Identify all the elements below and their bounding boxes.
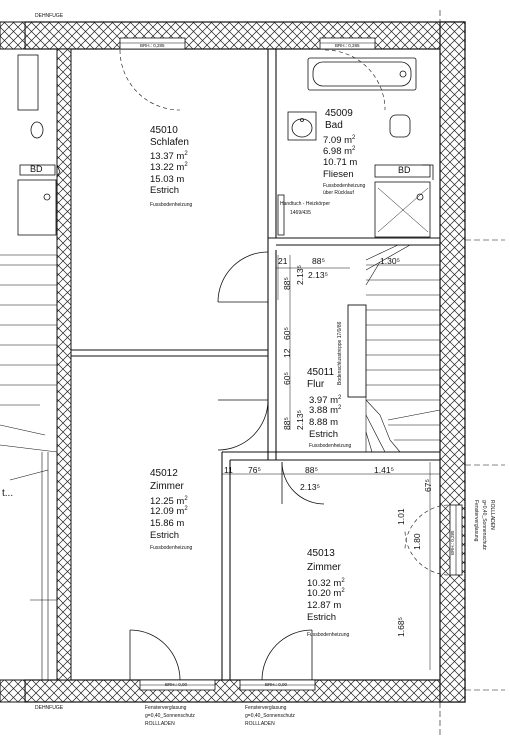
dim-168: 1.68⁵ [396, 616, 406, 637]
towel-radiator-label: Handtuch - Heizkörper [280, 201, 331, 207]
room-name: Bad [325, 120, 343, 131]
room-floor: Estrich [309, 429, 339, 440]
dim-130: 1.30⁵ [380, 256, 401, 266]
room-floor: Estrich [150, 185, 180, 196]
room-area-net: 6.98 m2 [323, 146, 356, 158]
dim-213-vert: 2.13⁵ [295, 264, 305, 285]
windows [119, 37, 463, 691]
window-sill-label-3: BRH.: 0,00 [165, 682, 188, 687]
left-bath-fixtures [17, 54, 61, 236]
room-heating: Fussbodenheizung [309, 443, 352, 449]
room-name: Flur [307, 379, 325, 390]
room-floor: Estrich [307, 612, 337, 623]
room-name: Zimmer [307, 562, 341, 573]
room-id: 45009 [325, 108, 353, 119]
room-perimeter: 15.03 m [150, 174, 185, 185]
window-swings [119, 49, 449, 576]
dim-88-vert-2: 88⁵ [282, 417, 292, 430]
hall-stairs [365, 244, 441, 453]
room-heating: Fussbodenheizung [150, 202, 193, 208]
room-floor: Fliesen [323, 169, 354, 180]
window-sill-label-1: BRH.: 0,285 [140, 43, 165, 48]
room-heating: Fussbodenheizung [307, 632, 350, 638]
left-stairs [0, 254, 58, 680]
dehnfuge-top-label: DEHNFUGE [35, 13, 64, 19]
dim-213-top: 2.13⁵ [308, 270, 329, 280]
room-perimeter: 10.71 m [323, 157, 358, 168]
room-heating: Fussbodenheizung [323, 183, 366, 189]
dim-12: 12 [282, 348, 292, 358]
dim-88-top: 88⁵ [312, 256, 325, 266]
left-cut-text: t... [2, 488, 14, 499]
dimension-lines [222, 255, 440, 670]
dim-213-bottom: 2.13⁵ [300, 482, 321, 492]
room-name: Zimmer [150, 481, 184, 492]
doors [129, 251, 325, 681]
room-heating: Fussbodenheizung [150, 545, 193, 551]
room-area-gross: 10.32 m2 [307, 578, 345, 590]
window-sill-label-4: BRH.: 0,00 [265, 682, 288, 687]
exterior-walls [0, 21, 466, 703]
room-area-net: 12.09 m2 [150, 506, 188, 518]
dim-21: 21 [278, 256, 288, 266]
dim-141: 1.41⁵ [374, 465, 395, 475]
towel-radiator-size: 1469/435 [290, 210, 311, 216]
dim-88-bottom: 88⁵ [305, 465, 318, 475]
dim-67: 67⁵ [423, 479, 433, 492]
bd-label-left: BD [30, 164, 43, 174]
dim-88-vert-1: 88⁵ [282, 277, 292, 290]
bd-label-right: BD [398, 165, 411, 175]
dim-11: 11 [224, 465, 233, 475]
room-area-net: 10.20 m2 [307, 588, 345, 600]
room-id: 45013 [307, 548, 335, 559]
room-area-gross: 7.09 m2 [323, 135, 356, 147]
room-id: 45011 [307, 367, 335, 378]
room-id: 45012 [150, 468, 178, 479]
room-perimeter: 12.87 m [307, 600, 342, 611]
window-sill-label-5: BRH.: 0,285 [450, 530, 455, 555]
room-floor: Estrich [150, 530, 180, 541]
room-area-gross: 13.37 m2 [150, 151, 188, 163]
room-area-net: 13.22 m2 [150, 162, 188, 174]
room-area-gross: 12.25 m2 [150, 496, 188, 508]
room-area-gross: 3.97 m2 [309, 395, 342, 407]
room-area-net: 3.88 m2 [309, 405, 342, 417]
dim-180: 1.80 [412, 533, 422, 550]
stair-label: Bodenschlusstreppe 17/0/86 [337, 321, 343, 385]
grid-ticks [439, 10, 505, 735]
dim-76: 76⁵ [248, 465, 261, 475]
interior-walls [71, 49, 440, 680]
dehnfuge-bottom-label: DEHNFUGE [35, 705, 64, 711]
room-id: 45010 [150, 125, 178, 136]
room-perimeter: 8.88 m [309, 417, 339, 428]
bath-fixtures [277, 57, 434, 238]
room-perimeter: 15.86 m [150, 518, 185, 529]
dim-60-b: 60⁵ [282, 372, 292, 385]
room-name: Schlafen [150, 137, 189, 148]
window-sill-label-2: BRH.: 0,285 [335, 43, 360, 48]
room-heating-return: über Rücklauf [323, 190, 354, 196]
dim-213-vert-2: 2.13⁵ [295, 409, 305, 430]
dim-60-a: 60⁵ [282, 327, 292, 340]
dim-101: 1.01 [396, 508, 406, 525]
